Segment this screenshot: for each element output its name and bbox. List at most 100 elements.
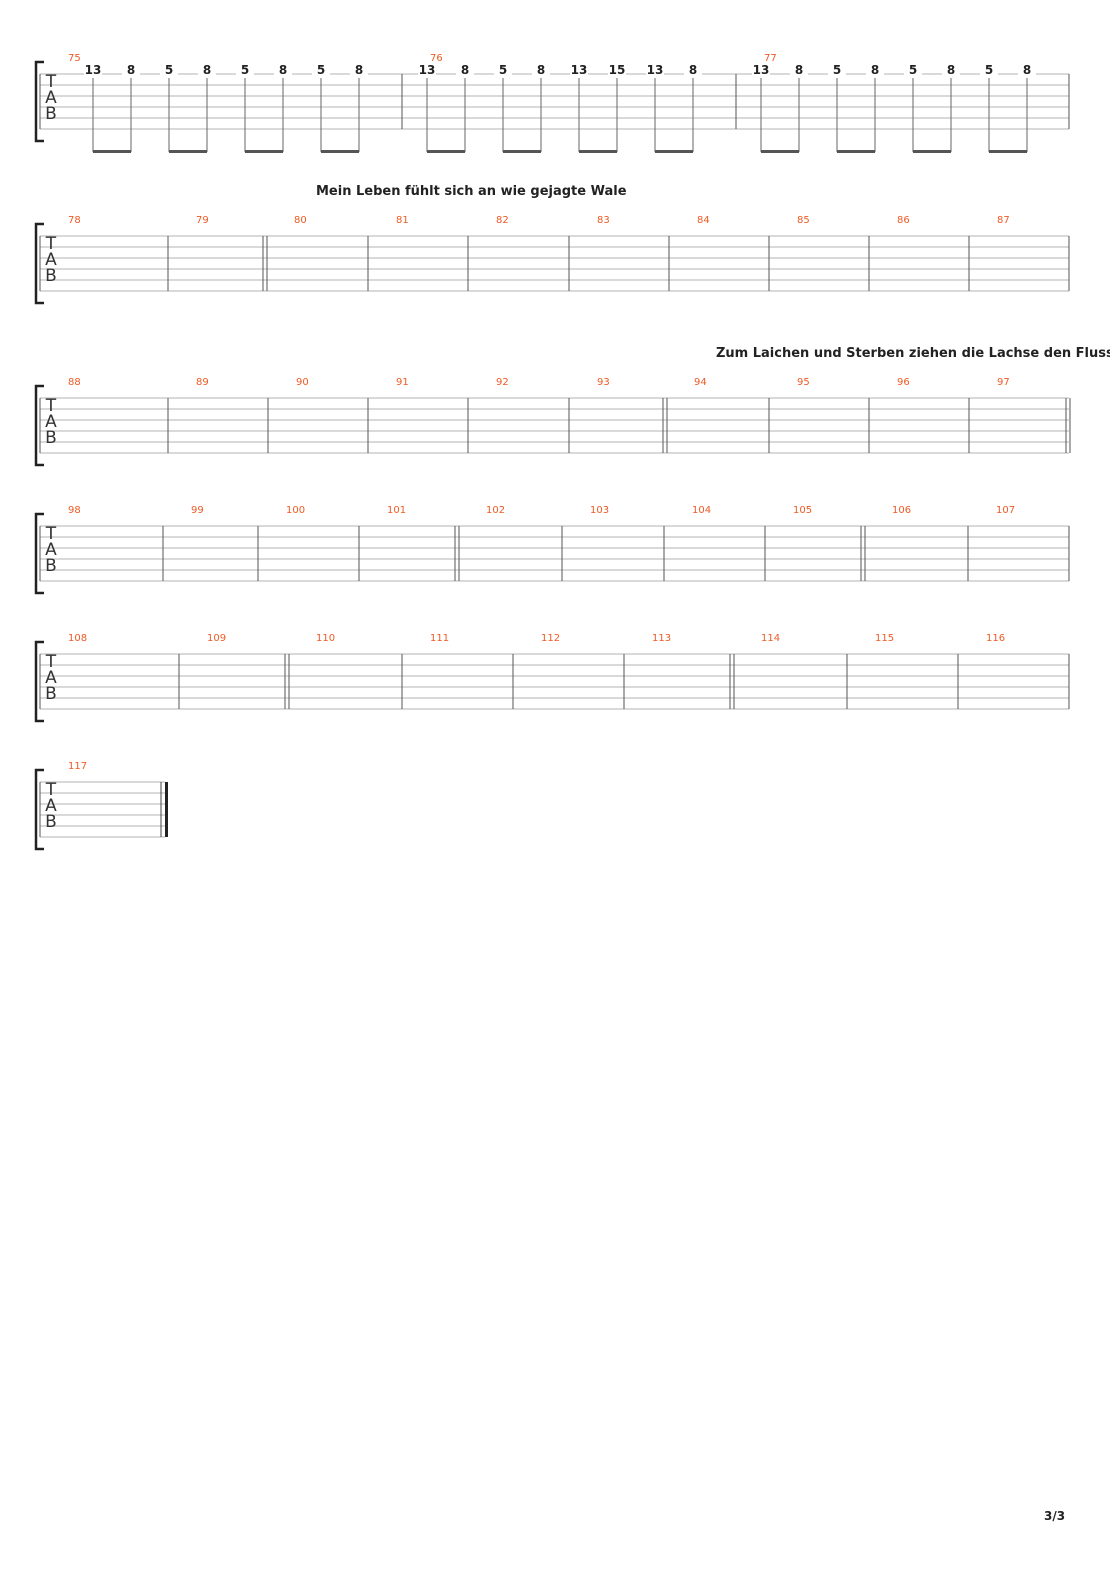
fret-number: 5: [241, 63, 249, 77]
fret-backdrop: [160, 65, 178, 76]
tab-clef-letter-b: B: [45, 266, 57, 286]
fret-number: 8: [795, 63, 803, 77]
system-bracket: [34, 512, 44, 595]
fret-backdrop: [570, 65, 588, 76]
system-bracket: [34, 640, 44, 723]
bar-number: 102: [486, 505, 505, 516]
note-beam: [989, 150, 1027, 153]
fret-number: 8: [871, 63, 879, 77]
bar-number: 101: [387, 505, 406, 516]
tab-clef-letter-t: T: [45, 652, 57, 672]
bar-number: 111: [430, 633, 449, 644]
note-beam: [837, 150, 875, 153]
bar-number: 104: [692, 505, 711, 516]
note-beam: [913, 150, 951, 153]
bar-number: 115: [875, 633, 894, 644]
lyric-text: Zum Laichen und Sterben ziehen die Lachs…: [716, 346, 1110, 361]
fret-backdrop: [456, 65, 474, 76]
fret-backdrop: [828, 65, 846, 76]
fret-backdrop: [236, 65, 254, 76]
fret-backdrop: [350, 65, 368, 76]
fret-backdrop: [1018, 65, 1036, 76]
note-beam: [655, 150, 693, 153]
fret-number: 8: [947, 63, 955, 77]
bar-number: 85: [797, 215, 810, 226]
bar-number: 77: [764, 53, 777, 64]
lyric-text: Mein Leben fühlt sich an wie gejagte Wal…: [316, 184, 627, 199]
bar-number: 83: [597, 215, 610, 226]
bar-number: 105: [793, 505, 812, 516]
bar-number: 90: [296, 377, 309, 388]
fret-backdrop: [904, 65, 922, 76]
bar-number: 94: [694, 377, 707, 388]
note-beam: [427, 150, 465, 153]
bar-number: 106: [892, 505, 911, 516]
tab-clef-letter-b: B: [45, 104, 57, 124]
bar-number: 100: [286, 505, 305, 516]
fret-backdrop: [532, 65, 550, 76]
tab-clef-letter-t: T: [45, 234, 57, 254]
fret-backdrop: [274, 65, 292, 76]
fret-number: 13: [85, 63, 102, 77]
tab-clef-letter-a: A: [45, 540, 57, 560]
fret-number: 13: [419, 63, 436, 77]
note-beam: [503, 150, 541, 153]
bar-number: 75: [68, 53, 81, 64]
fret-backdrop: [980, 65, 998, 76]
bar-number: 89: [196, 377, 209, 388]
bar-number: 78: [68, 215, 81, 226]
bar-number: 86: [897, 215, 910, 226]
bar-number: 81: [396, 215, 409, 226]
bar-number: 80: [294, 215, 307, 226]
tab-clef-letter-b: B: [45, 684, 57, 704]
note-beam: [579, 150, 617, 153]
bar-number: 109: [207, 633, 226, 644]
bar-number: 98: [68, 505, 81, 516]
fret-number: 8: [537, 63, 545, 77]
bar-number: 91: [396, 377, 409, 388]
tab-clef-letter-a: A: [45, 412, 57, 432]
bar-number: 114: [761, 633, 780, 644]
fret-number: 5: [165, 63, 173, 77]
tab-clef-letter-t: T: [45, 396, 57, 416]
fret-number: 13: [571, 63, 588, 77]
note-beam: [761, 150, 799, 153]
tab-clef-letter-a: A: [45, 250, 57, 270]
bar-number: 110: [316, 633, 335, 644]
note-beam: [169, 150, 207, 153]
bar-number: 79: [196, 215, 209, 226]
system-bracket: [34, 222, 44, 305]
fret-backdrop: [866, 65, 884, 76]
fret-backdrop: [198, 65, 216, 76]
tab-clef-letter-a: A: [45, 668, 57, 688]
system-bracket: [34, 384, 44, 467]
tab-clef-letter-a: A: [45, 88, 57, 108]
fret-backdrop: [84, 65, 102, 76]
bar-number: 88: [68, 377, 81, 388]
fret-number: 8: [461, 63, 469, 77]
fret-number: 5: [317, 63, 325, 77]
fret-number: 8: [355, 63, 363, 77]
bar-number: 97: [997, 377, 1010, 388]
fret-backdrop: [418, 65, 436, 76]
fret-number: 13: [647, 63, 664, 77]
system-bracket: [34, 60, 44, 143]
bar-number: 84: [697, 215, 710, 226]
fret-backdrop: [942, 65, 960, 76]
bar-number: 82: [496, 215, 509, 226]
bar-number: 92: [496, 377, 509, 388]
fret-backdrop: [494, 65, 512, 76]
bar-number: 87: [997, 215, 1010, 226]
note-beam: [93, 150, 131, 153]
fret-number: 5: [909, 63, 917, 77]
fret-number: 8: [1023, 63, 1031, 77]
bar-number: 112: [541, 633, 560, 644]
note-beam: [245, 150, 283, 153]
fret-number: 8: [689, 63, 697, 77]
tab-clef-letter-b: B: [45, 812, 57, 832]
tab-clef-letter-a: A: [45, 796, 57, 816]
bar-number: 99: [191, 505, 204, 516]
fret-number: 5: [985, 63, 993, 77]
fret-number: 15: [609, 63, 626, 77]
bar-number: 103: [590, 505, 609, 516]
